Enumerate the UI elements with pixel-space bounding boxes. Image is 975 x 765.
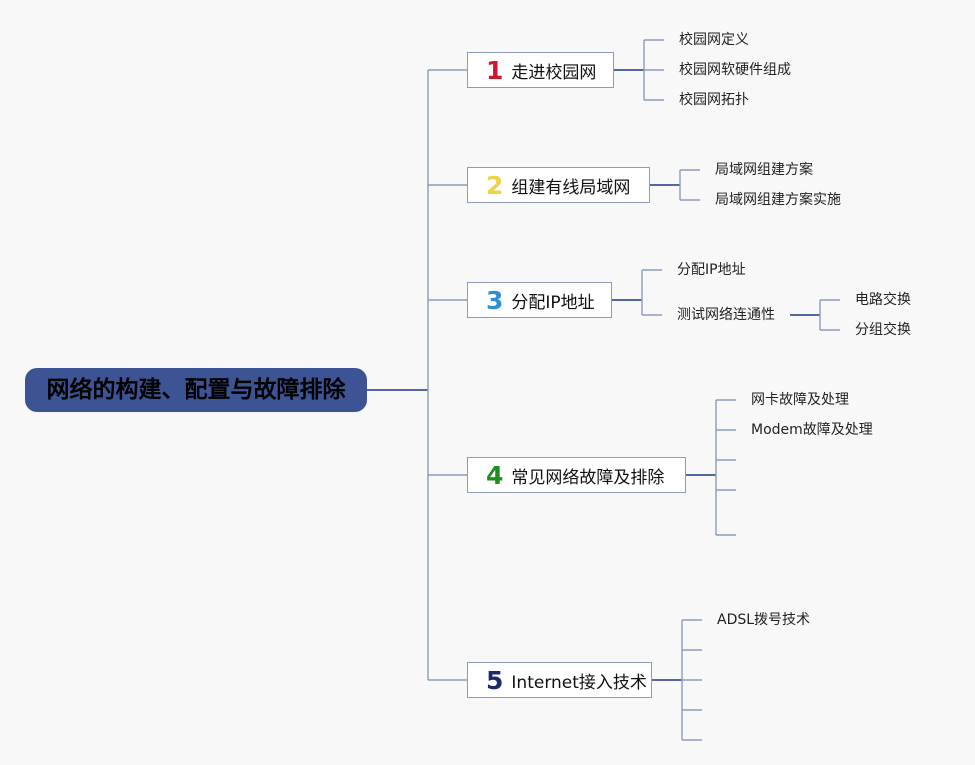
branch-label: 常见网络故障及排除	[511, 467, 665, 488]
branch-number: 1	[486, 55, 504, 85]
leaf-node[interactable]: 测试网络连通性	[677, 307, 775, 323]
branch-label: 组建有线局域网	[511, 177, 631, 198]
leaf-node[interactable]: 校园网软硬件组成	[679, 62, 791, 78]
branch-label: 走进校园网	[511, 62, 597, 83]
leaf-node[interactable]: ADSL拨号技术	[717, 612, 811, 628]
branch-1[interactable]: 1 走进校园网	[467, 52, 614, 88]
branch-number: 3	[486, 285, 504, 315]
branch-4[interactable]: 4 常见网络故障及排除	[467, 457, 686, 493]
subleaf-node[interactable]: 电路交换	[855, 292, 911, 308]
branch-3[interactable]: 3 分配IP地址	[467, 282, 612, 318]
leaf-node[interactable]: Modem故障及处理	[751, 422, 873, 438]
branch-label: Internet接入技术	[511, 672, 647, 693]
leaf-node[interactable]: 局域网组建方案实施	[715, 192, 841, 208]
leaf-node[interactable]: 网卡故障及处理	[751, 392, 849, 408]
root-topic[interactable]: 网络的构建、配置与故障排除	[25, 368, 367, 412]
leaf-node[interactable]: 校园网拓扑	[679, 92, 749, 108]
branch-number: 4	[486, 460, 504, 490]
leaf-node[interactable]: 校园网定义	[679, 32, 749, 48]
leaf-node[interactable]: 分配IP地址	[677, 262, 746, 278]
branch-5[interactable]: 5 Internet接入技术	[467, 662, 652, 698]
leaf-node[interactable]: 局域网组建方案	[715, 162, 813, 178]
branch-number: 2	[486, 170, 504, 200]
branch-number: 5	[486, 665, 504, 695]
subleaf-node[interactable]: 分组交换	[855, 322, 911, 338]
branch-2[interactable]: 2 组建有线局域网	[467, 167, 650, 203]
branch-label: 分配IP地址	[511, 292, 595, 313]
